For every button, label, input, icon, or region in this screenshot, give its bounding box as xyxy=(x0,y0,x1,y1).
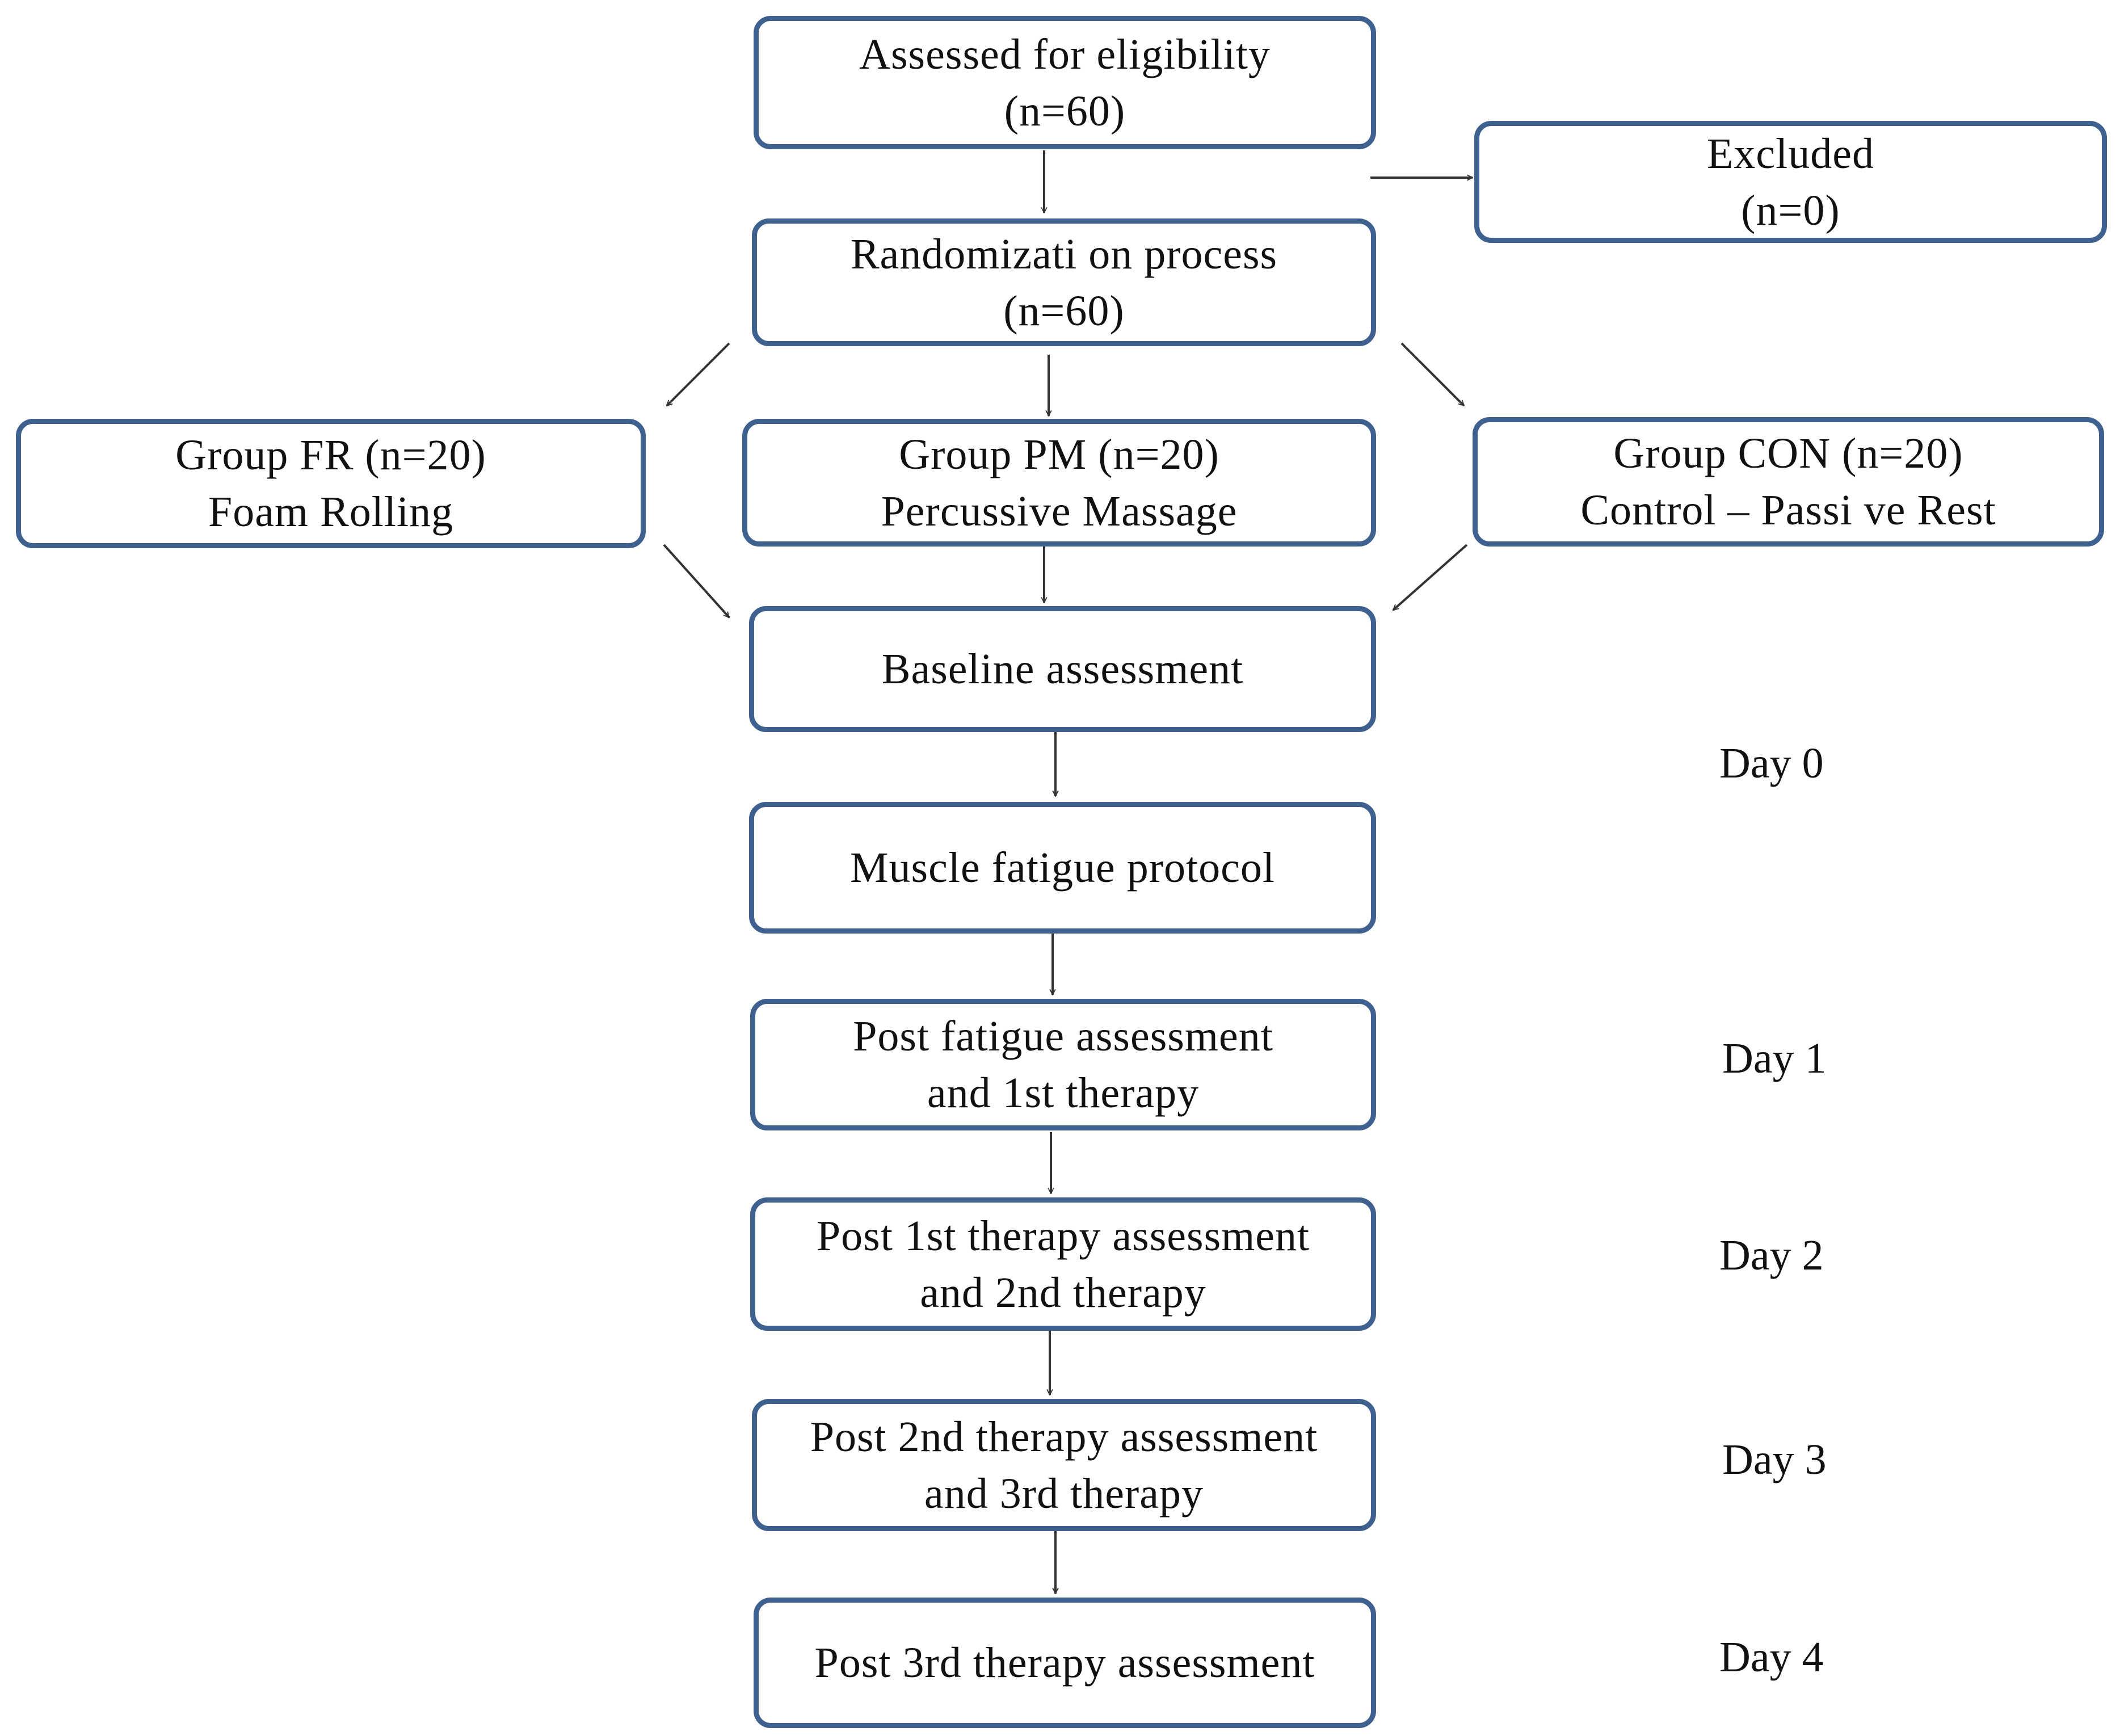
box-line: Muscle fatigue protocol xyxy=(849,844,1275,892)
arrow-con-to-baseline xyxy=(1393,544,1468,611)
post-1st-therapy-assessment-box: Post 1st therapy assessment and 2nd ther… xyxy=(750,1197,1376,1331)
box-line: Post fatigue assessment xyxy=(853,1012,1273,1060)
post-fatigue-assessment-box: Post fatigue assessment and 1st therapy xyxy=(750,999,1376,1130)
post-3rd-therapy-assessment-box: Post 3rd therapy assessment xyxy=(754,1598,1376,1728)
day-1-label: Day 1 xyxy=(1722,1035,1827,1082)
day-2-label: Day 2 xyxy=(1719,1231,1824,1279)
arrow-randomization-to-fr xyxy=(667,342,730,406)
box-line: Post 1st therapy assessment xyxy=(816,1212,1310,1260)
group-pm-box: Group PM (n=20) Percussive Massage xyxy=(742,419,1376,547)
box-line: Group FR (n=20) xyxy=(175,431,486,479)
box-line: (n=0) xyxy=(1741,186,1840,234)
day-3-label: Day 3 xyxy=(1722,1436,1827,1483)
box-line: Assessed for eligibility xyxy=(859,30,1271,78)
box-line: Group PM (n=20) xyxy=(899,430,1219,478)
post-2nd-therapy-assessment-box: Post 2nd therapy assessment and 3rd ther… xyxy=(752,1399,1376,1531)
randomization-process-box: Randomizati on process (n=60) xyxy=(752,218,1376,346)
assessed-for-eligibility-box: Assessed for eligibility (n=60) xyxy=(754,16,1376,149)
group-con-box: Group CON (n=20) Control – Passi ve Rest xyxy=(1473,417,2104,547)
box-line: Percussive Massage xyxy=(881,487,1238,535)
group-fr-box: Group FR (n=20) Foam Rolling xyxy=(16,419,646,548)
box-line: (n=60) xyxy=(1004,87,1126,135)
box-line: Foam Rolling xyxy=(208,488,454,536)
box-line: and 3rd therapy xyxy=(924,1469,1204,1518)
excluded-box: Excluded (n=0) xyxy=(1474,121,2107,243)
arrow-randomization-to-con xyxy=(1400,342,1464,406)
box-line: Control – Passi ve Rest xyxy=(1580,486,1996,534)
box-line: Randomizati on process xyxy=(850,230,1278,278)
box-line: and 1st therapy xyxy=(927,1069,1200,1117)
muscle-fatigue-protocol-box: Muscle fatigue protocol xyxy=(749,802,1376,934)
box-line: Baseline assessment xyxy=(881,645,1244,693)
box-line: Post 2nd therapy assessment xyxy=(810,1413,1318,1461)
box-line: (n=60) xyxy=(1003,287,1125,335)
box-line: Group CON (n=20) xyxy=(1613,430,1963,477)
arrow-fr-to-baseline xyxy=(663,544,730,617)
box-line: Excluded xyxy=(1706,129,1874,178)
box-line: and 2nd therapy xyxy=(920,1268,1206,1317)
box-line: Post 3rd therapy assessment xyxy=(814,1639,1315,1687)
day-4-label: Day 4 xyxy=(1719,1633,1824,1681)
baseline-assessment-box: Baseline assessment xyxy=(749,606,1376,732)
day-0-label: Day 0 xyxy=(1719,739,1824,787)
